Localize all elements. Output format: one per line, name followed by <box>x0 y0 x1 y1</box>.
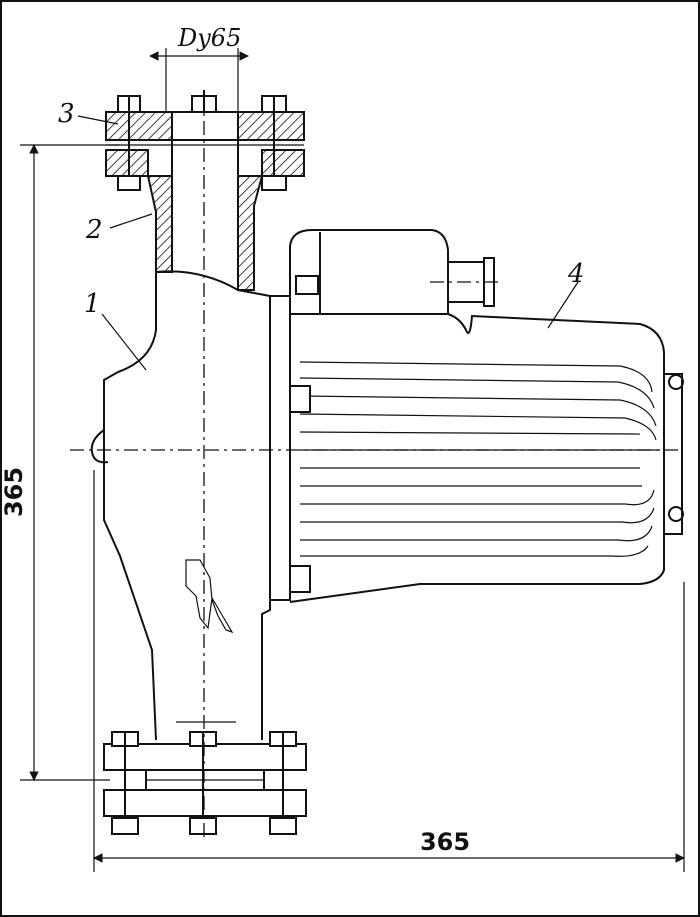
top-flange-assembly <box>105 90 305 191</box>
outlet-pipe <box>146 140 264 291</box>
height-dimension: 365 <box>0 467 28 517</box>
motor-cooling-fins <box>299 361 660 557</box>
bottom-bolt-center <box>189 731 217 835</box>
part-3-label: 3 <box>58 99 75 129</box>
bottom-bolt-right <box>269 731 297 835</box>
part-1-label: 1 <box>84 289 101 319</box>
part-4-label: 4 <box>567 259 585 289</box>
bottom-bolt-left <box>111 731 139 835</box>
nominal-diameter-label: Dy65 <box>177 24 241 52</box>
top-bolt-right <box>261 95 287 191</box>
pump-casing <box>90 270 291 741</box>
top-bolt-left <box>117 95 141 191</box>
electric-motor <box>289 229 684 603</box>
bottom-flange-assembly <box>103 731 307 835</box>
flow-arrow <box>185 559 234 634</box>
part-2-label: 2 <box>85 215 103 245</box>
width-dimension: 365 <box>420 828 470 856</box>
